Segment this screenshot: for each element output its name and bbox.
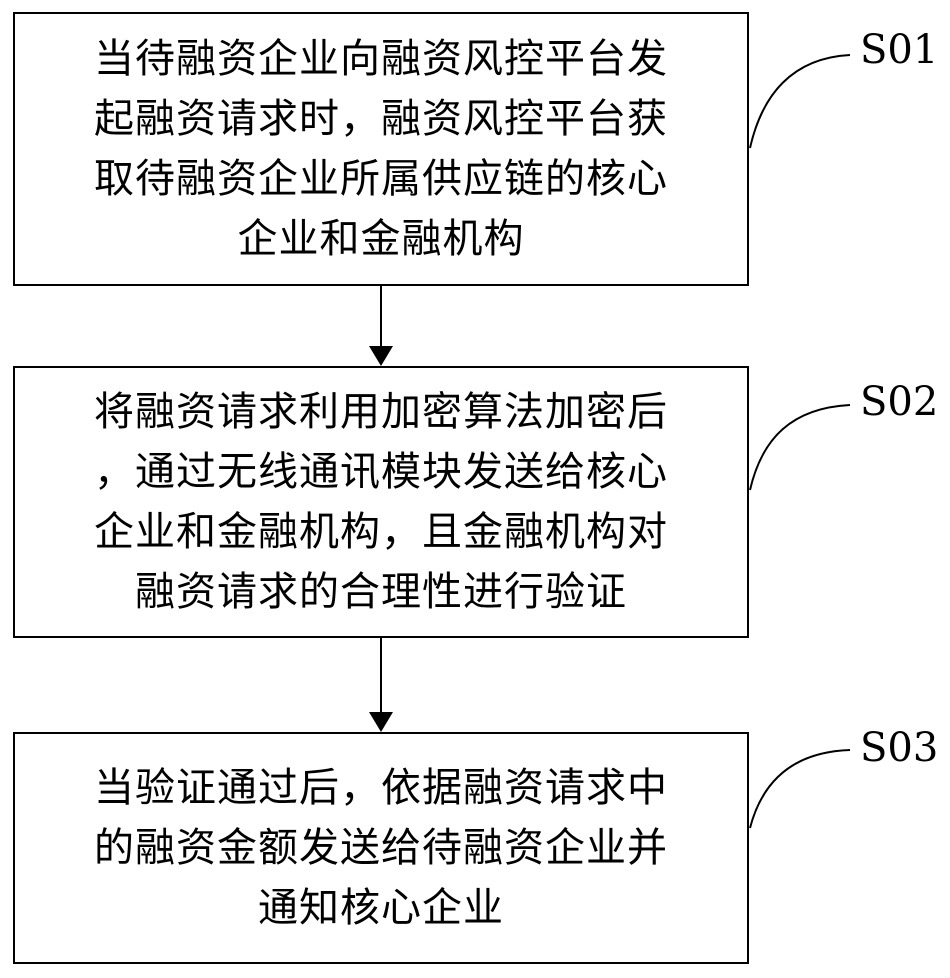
step-text-s03: 当验证通过后，依据融资请求中 的融资金额发送给待融资企业并 通知核心企业 xyxy=(94,765,668,931)
step-text-s01: 当待融资企业向融资风控平台发 起融资请求时，融资风控平台获 取待融资企业所属供应… xyxy=(94,36,668,262)
step-box-s02: 将融资请求利用加密算法加密后 ，通过无线通讯模块发送给核心 企业和金融机构，且金… xyxy=(13,366,749,638)
step-text-s02: 将融资请求利用加密算法加密后 ，通过无线通讯模块发送给核心 企业和金融机构，且金… xyxy=(94,389,668,615)
step-label-s01: S01 xyxy=(860,27,939,73)
step-label-s03: S03 xyxy=(860,725,939,771)
arrow-s02-to-s03 xyxy=(369,638,393,732)
leader-curve-s03 xyxy=(749,749,851,829)
leader-curve-s01 xyxy=(749,54,851,149)
leader-curve-s02 xyxy=(749,404,851,491)
step-box-s01: 当待融资企业向融资风控平台发 起融资请求时，融资风控平台获 取待融资企业所属供应… xyxy=(13,12,749,286)
step-box-s03: 当验证通过后，依据融资请求中 的融资金额发送给待融资企业并 通知核心企业 xyxy=(13,732,749,964)
step-label-s02: S02 xyxy=(860,379,939,425)
arrow-s01-to-s02 xyxy=(369,286,393,366)
